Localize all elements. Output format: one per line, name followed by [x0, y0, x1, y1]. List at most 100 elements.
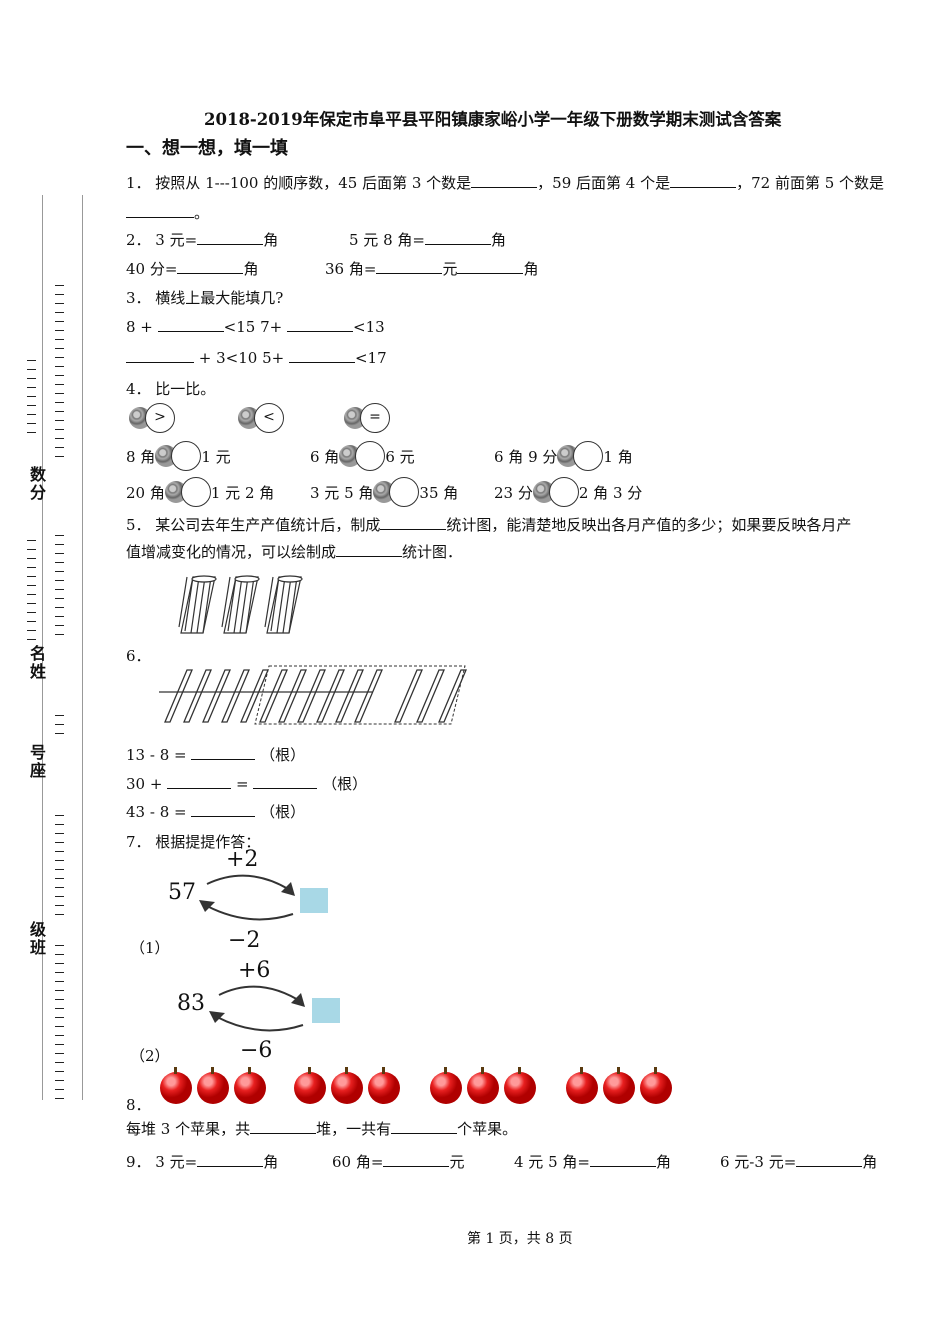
- compare-answer-circle[interactable]: [171, 441, 202, 471]
- margin-dash: [27, 405, 36, 406]
- margin-dash: [55, 999, 64, 1000]
- margin-dash: [55, 1071, 64, 1072]
- compare-answer-circle[interactable]: [355, 441, 386, 471]
- margin-dash: [55, 963, 64, 964]
- answer-blank[interactable]: [457, 261, 524, 274]
- margin-dash: [55, 625, 64, 626]
- question-2-line-1: 2． 3 元=角: [126, 231, 279, 249]
- margin-dash: [55, 312, 64, 313]
- answer-blank[interactable]: [391, 1121, 458, 1134]
- margin-dash: [55, 815, 64, 816]
- answer-blank[interactable]: [287, 319, 353, 332]
- answer-blank[interactable]: [191, 804, 256, 817]
- stick-icon: [278, 669, 307, 723]
- margin-dash: [55, 393, 64, 394]
- question-8: 8．: [126, 1096, 151, 1114]
- margin-dash: [27, 423, 36, 424]
- margin-dash: [55, 842, 64, 843]
- answer-blank[interactable]: [197, 1154, 264, 1167]
- answer-box[interactable]: [312, 998, 340, 1023]
- answer-blank[interactable]: [796, 1154, 863, 1167]
- stick-icon: [297, 669, 326, 723]
- answer-blank[interactable]: [126, 205, 194, 218]
- stick-icon: [316, 669, 345, 723]
- answer-blank[interactable]: [589, 1154, 656, 1167]
- compare-circle-icon: >: [145, 403, 175, 433]
- stick-icon: [416, 669, 445, 723]
- margin-line-outer: [42, 195, 43, 1100]
- margin-dash: [55, 1053, 64, 1054]
- margin-dash: [55, 616, 64, 617]
- answer-blank[interactable]: [288, 350, 355, 363]
- stick-icon: [335, 669, 364, 723]
- margin-dash: [55, 896, 64, 897]
- margin-dash: [55, 562, 64, 563]
- answer-blank[interactable]: [126, 350, 194, 363]
- answer-blank[interactable]: [376, 261, 443, 274]
- answer-blank[interactable]: [670, 175, 737, 188]
- answer-blank[interactable]: [167, 776, 232, 789]
- part-1-label: （1）: [130, 939, 170, 957]
- margin-dash: [55, 1062, 64, 1063]
- margin-dash: [27, 630, 36, 631]
- stick-icon: [202, 669, 231, 723]
- margin-dash: [55, 914, 64, 915]
- greater-than-symbol: >: [129, 403, 175, 433]
- question-6-line-3: 43 - 8 = （根）: [126, 803, 306, 821]
- compare-answer-circle[interactable]: [389, 477, 420, 507]
- answer-blank[interactable]: [250, 1121, 317, 1134]
- margin-dash: [55, 384, 64, 385]
- margin-dash: [55, 348, 64, 349]
- answer-blank[interactable]: [253, 776, 318, 789]
- answer-box[interactable]: [300, 888, 328, 913]
- start-number-83: 83: [177, 991, 205, 1016]
- margin-dash: [55, 303, 64, 304]
- margin-dash: [27, 594, 36, 595]
- margin-dash: [55, 402, 64, 403]
- compare-circle-icon: <: [254, 403, 284, 433]
- bundle-icon: [221, 575, 260, 634]
- answer-blank[interactable]: [191, 747, 256, 760]
- answer-blank[interactable]: [424, 232, 491, 245]
- margin-dash: [55, 945, 64, 946]
- question-1-cont: 。: [126, 202, 209, 223]
- bundle-icon: [264, 575, 303, 634]
- margin-dash: [55, 438, 64, 439]
- bundle-icon: [178, 575, 217, 634]
- apple-icon: [160, 1067, 192, 1104]
- margin-dash: [55, 715, 64, 716]
- answer-blank[interactable]: [471, 175, 538, 188]
- plus-2-label: +2: [226, 847, 259, 872]
- apple-icon: [234, 1067, 266, 1104]
- margin-dash: [55, 634, 64, 635]
- question-3: 3． 横线上最大能填几?: [126, 289, 284, 307]
- answer-blank[interactable]: [383, 1154, 450, 1167]
- margin-dash: [55, 972, 64, 973]
- question-3-line-1: 8 + <15 7+ <13: [126, 318, 385, 336]
- margin-dash: [55, 905, 64, 906]
- section-heading: 一、想一想，填一填: [126, 138, 288, 159]
- compare-answer-circle[interactable]: [573, 441, 604, 471]
- margin-dash: [27, 396, 36, 397]
- answer-blank[interactable]: [336, 544, 403, 557]
- margin-dash: [27, 558, 36, 559]
- margin-dash: [55, 833, 64, 834]
- apple-icon: [640, 1067, 672, 1104]
- margin-dash: [55, 1008, 64, 1009]
- answer-blank[interactable]: [177, 261, 244, 274]
- compare-answer-circle[interactable]: [548, 477, 579, 507]
- margin-dash: [55, 733, 64, 734]
- answer-blank[interactable]: [197, 232, 264, 245]
- margin-dash: [55, 954, 64, 955]
- margin-dash: [55, 330, 64, 331]
- margin-dash: [55, 411, 64, 412]
- answer-blank[interactable]: [157, 319, 224, 332]
- compare-answer-circle[interactable]: [180, 477, 211, 507]
- margin-dash: [55, 285, 64, 286]
- apple-icon: [566, 1067, 598, 1104]
- stick-icon: [183, 669, 212, 723]
- margin-dash: [27, 549, 36, 550]
- answer-blank[interactable]: [380, 517, 447, 530]
